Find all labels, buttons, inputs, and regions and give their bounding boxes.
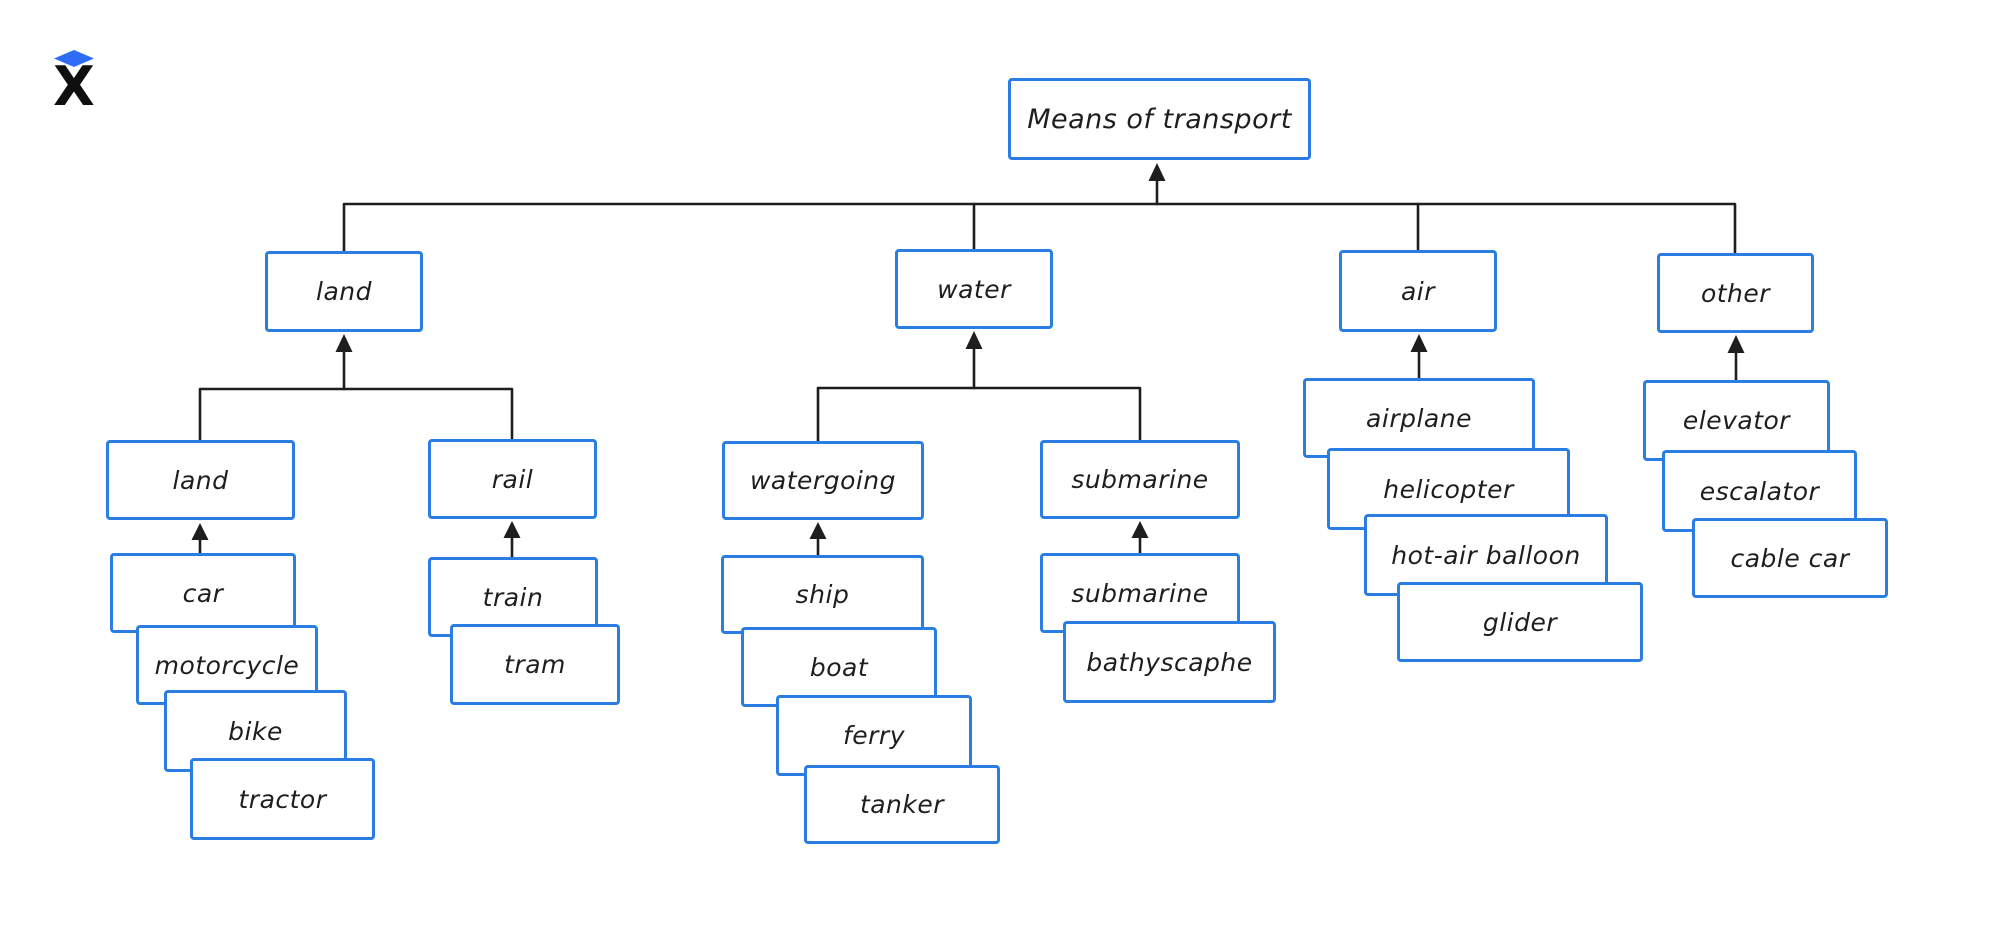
node-leaf-glider[interactable]: glider [1397, 582, 1643, 662]
node-branch-other[interactable]: other [1657, 253, 1814, 333]
node-leaf-car[interactable]: car [110, 553, 296, 633]
node-leaf-airplane[interactable]: airplane [1303, 378, 1535, 458]
node-group-watergoing[interactable]: watergoing [722, 441, 924, 520]
arrow-train-head [503, 521, 521, 538]
arrow-land-head [335, 334, 353, 352]
node-leaf-tractor[interactable]: tractor [190, 758, 375, 840]
arrow-ship-head [809, 522, 827, 539]
node-leaf-ferry[interactable]: ferry [776, 695, 972, 776]
excalidraw-logo: X [53, 50, 95, 118]
arrow-air-head [1410, 334, 1428, 352]
connector-root-bracket [342, 202, 1737, 255]
connector-water-bracket [816, 386, 1142, 443]
connector-land-bracket [198, 387, 514, 442]
node-leaf-train[interactable]: train [428, 557, 598, 637]
node-leaf-bathyscaphe[interactable]: bathyscaphe [1063, 621, 1276, 703]
arrow-submarine-head [1131, 521, 1149, 538]
node-group-land[interactable]: land [106, 440, 295, 520]
logo-diamond-icon [54, 50, 94, 67]
node-leaf-tram[interactable]: tram [450, 624, 620, 705]
node-leaf-tanker[interactable]: tanker [804, 765, 1000, 844]
node-leaf-submarine[interactable]: submarine [1040, 553, 1240, 633]
node-branch-land[interactable]: land [265, 251, 423, 332]
arrow-water-head [965, 331, 983, 349]
node-root-means-of-transport[interactable]: Means of transport [1008, 78, 1311, 160]
arrow-root-head [1148, 163, 1166, 181]
arrow-car-head [191, 523, 209, 540]
logo-x-letter: X [53, 55, 95, 118]
node-branch-water[interactable]: water [895, 249, 1053, 329]
node-group-rail[interactable]: rail [428, 439, 597, 519]
node-leaf-cable-car[interactable]: cable car [1692, 518, 1888, 598]
node-leaf-ship[interactable]: ship [721, 555, 924, 634]
node-branch-air[interactable]: air [1339, 250, 1497, 332]
node-leaf-elevator[interactable]: elevator [1643, 380, 1830, 461]
node-group-submarine[interactable]: submarine [1040, 440, 1240, 519]
arrow-other-head [1727, 335, 1745, 353]
